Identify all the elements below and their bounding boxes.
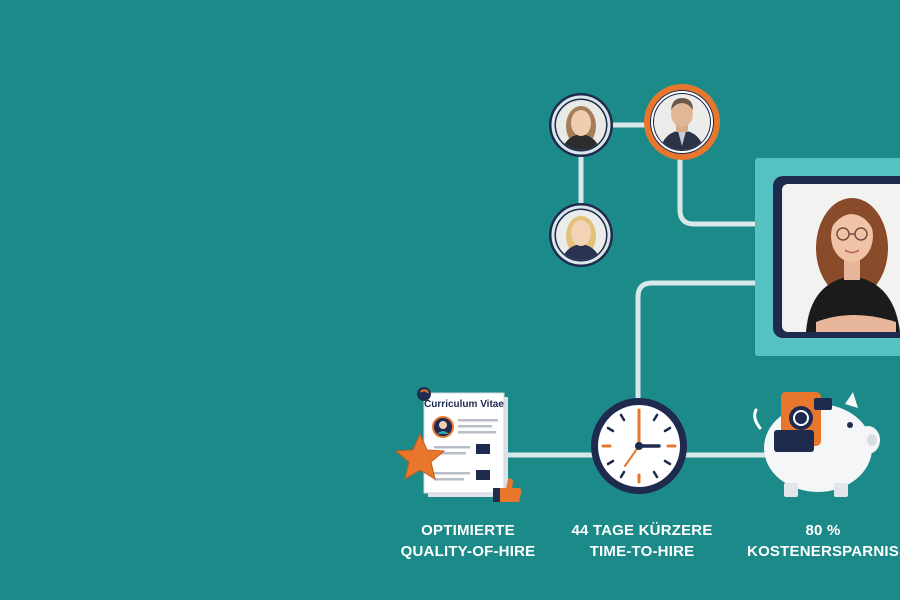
- feature-cost-savings: 80 % KOSTENERSPARNIS: [733, 520, 900, 562]
- piggy-bank-icon: [753, 392, 880, 497]
- cv-title: Curriculum Vitae: [424, 399, 504, 410]
- selected-candidate-panel: [755, 158, 900, 356]
- clock-icon: [591, 398, 687, 494]
- connector-lines: [503, 122, 773, 458]
- feature-line: OPTIMIERTE: [421, 522, 515, 539]
- feature-time-to-hire: 44 TAGE KÜRZERE TIME-TO-HIRE: [562, 520, 722, 562]
- feature-line: QUALITY-OF-HIRE: [400, 543, 536, 560]
- feature-line: 80 %: [805, 522, 841, 539]
- star-icon: [394, 432, 446, 481]
- thumbs-up-icon: [493, 478, 522, 502]
- cv-document-icon: Curriculum Vitae: [417, 387, 508, 497]
- candidate-avatar: [549, 93, 613, 157]
- feature-line: 44 TAGE KÜRZERE: [571, 522, 713, 539]
- feature-quality-of-hire: OPTIMIERTE QUALITY-OF-HIRE: [383, 520, 553, 562]
- candidate-avatar: [549, 203, 613, 267]
- candidate-avatar: [644, 84, 720, 160]
- feature-line: TIME-TO-HIRE: [589, 543, 695, 560]
- feature-line: KOSTENERSPARNIS: [747, 543, 899, 560]
